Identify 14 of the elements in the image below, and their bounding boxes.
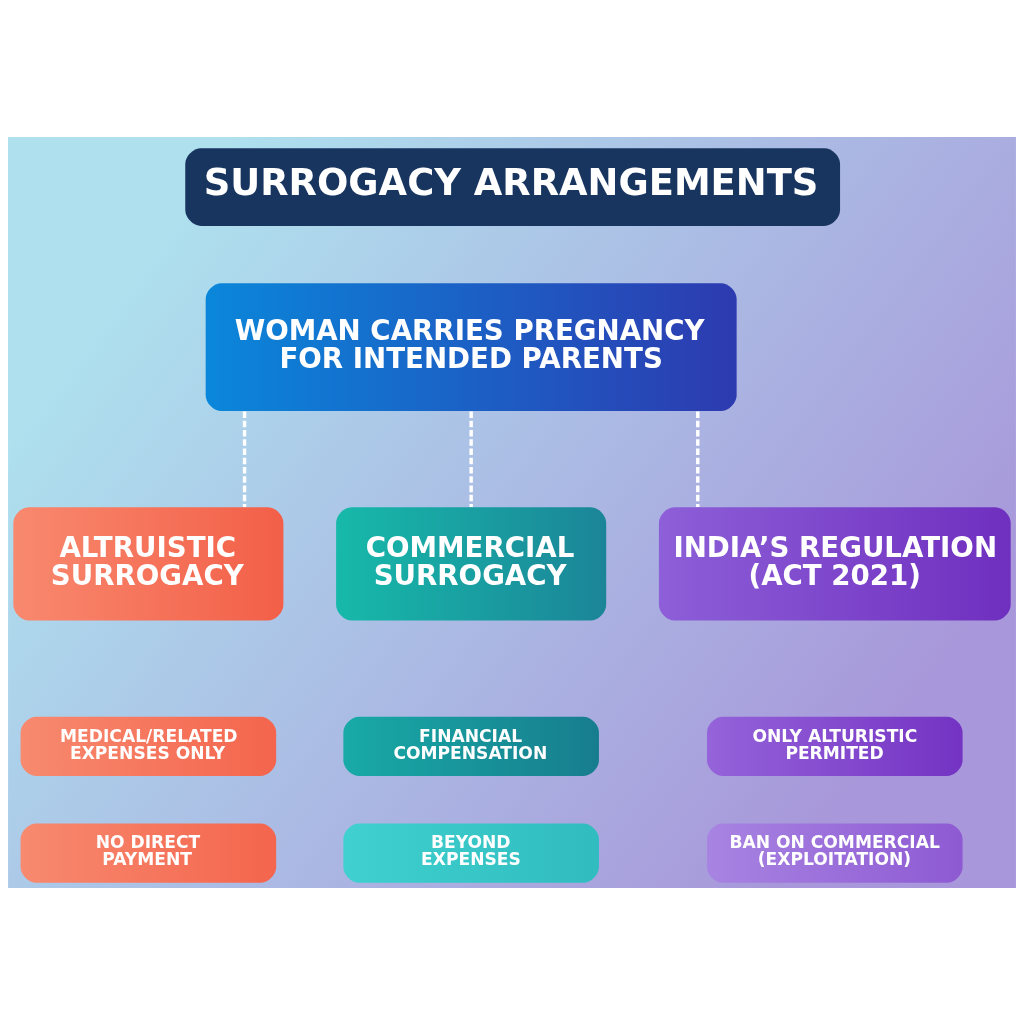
node-box: FINANCIAL COMPENSATION bbox=[343, 716, 599, 776]
node-box: NO DIRECT PAYMENT bbox=[20, 822, 277, 883]
node-box: ALTRUISTIC SURROGACY bbox=[13, 506, 284, 621]
node-box: INDIA’S REGULATION (ACT 2021) bbox=[658, 506, 1011, 621]
connector bbox=[242, 411, 247, 507]
node-box: ONLY ALTURISTIC PERMITED bbox=[707, 716, 963, 776]
node-box: COMMERCIAL SURROGACY bbox=[336, 506, 607, 621]
node-box: WOMAN CARRIES PREGNANCY FOR INTENDED PARENTS bbox=[205, 282, 737, 411]
connector bbox=[696, 411, 700, 507]
node-box: MEDICAL/RELATED EXPENSES ONLY bbox=[20, 716, 277, 776]
node-box: BEYOND EXPENSES bbox=[343, 822, 599, 883]
node-box: BAN ON COMMERCIAL (EXPLOITATION) bbox=[707, 822, 963, 883]
connector bbox=[469, 411, 473, 507]
diagram-title: SURROGACY ARRANGEMENTS bbox=[203, 160, 819, 204]
